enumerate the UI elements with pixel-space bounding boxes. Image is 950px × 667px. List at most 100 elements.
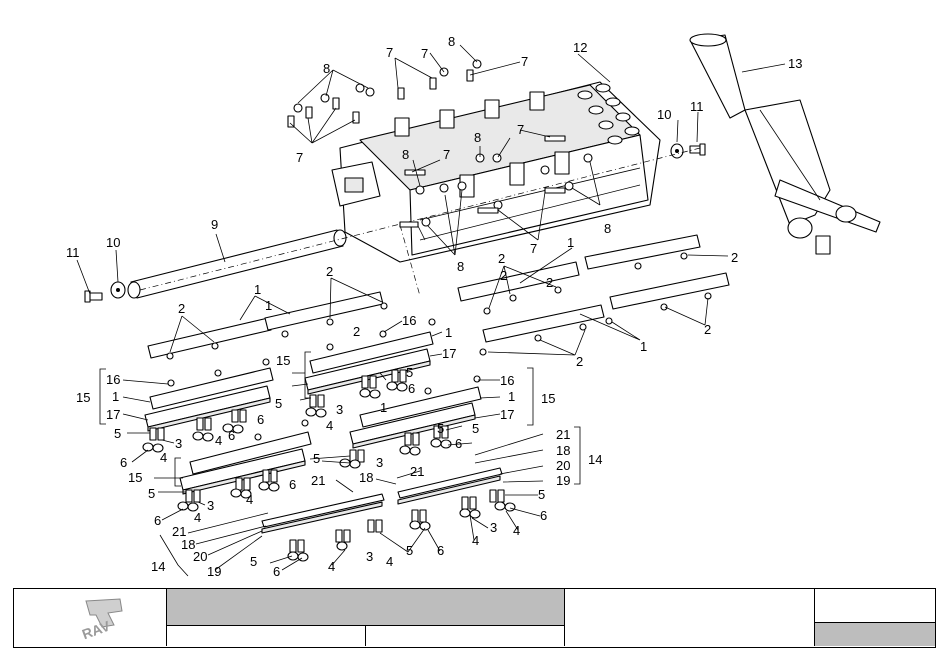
callout-7: 7 — [517, 122, 524, 137]
callout-12: 12 — [573, 40, 587, 55]
callout-4: 4 — [194, 510, 201, 525]
callout-6: 6 — [437, 543, 444, 558]
callout-7: 7 — [386, 45, 393, 60]
callout-2: 2 — [326, 264, 333, 279]
callout-4: 4 — [328, 559, 335, 574]
callout-6: 6 — [289, 477, 296, 492]
callout-8: 8 — [323, 61, 330, 76]
callout-labels: 7 8 7 12 13 8 7 8 7 10 11 7 8 8 9 7 7 8 … — [66, 34, 802, 579]
callout-6: 6 — [228, 428, 235, 443]
callout-2: 2 — [576, 354, 583, 369]
callout-6: 6 — [408, 381, 415, 396]
callout-15: 15 — [76, 390, 90, 405]
callout-14: 14 — [588, 452, 602, 467]
info-cell — [565, 589, 815, 646]
logo-cell: RAV — [14, 589, 167, 646]
callout-8: 8 — [402, 147, 409, 162]
callout-17: 17 — [500, 407, 514, 422]
svg-text:RAV: RAV — [80, 617, 113, 641]
callout-3: 3 — [336, 402, 343, 417]
callout-6: 6 — [455, 436, 462, 451]
title-block: RAV — [13, 588, 936, 648]
callout-4: 4 — [326, 418, 333, 433]
callout-4: 4 — [513, 523, 520, 538]
title-cell — [167, 589, 565, 626]
callout-17: 17 — [106, 407, 120, 422]
callout-20: 20 — [193, 549, 207, 564]
callout-7: 7 — [296, 150, 303, 165]
callout-21: 21 — [311, 473, 325, 488]
callout-4: 4 — [160, 450, 167, 465]
callout-21: 21 — [410, 464, 424, 479]
callout-8: 8 — [448, 34, 455, 49]
callout-15: 15 — [128, 470, 142, 485]
callout-1: 1 — [380, 400, 387, 415]
callout-8: 8 — [474, 130, 481, 145]
washer-part-10-left — [111, 282, 125, 298]
revision-cell — [815, 623, 935, 646]
subtitle-cell-left — [167, 626, 366, 646]
callout-6: 6 — [257, 412, 264, 427]
callout-1: 1 — [640, 339, 647, 354]
pivot-arm-part-13 — [690, 34, 880, 254]
callout-4: 4 — [246, 492, 253, 507]
callout-15: 15 — [276, 353, 290, 368]
callout-17: 17 — [442, 346, 456, 361]
callout-16: 16 — [500, 373, 514, 388]
callout-8: 8 — [457, 259, 464, 274]
callout-1: 1 — [254, 282, 261, 297]
callout-5: 5 — [250, 554, 257, 569]
callout-2: 2 — [178, 301, 185, 316]
callout-7: 7 — [421, 46, 428, 61]
callout-21: 21 — [556, 427, 570, 442]
callout-2: 2 — [353, 324, 360, 339]
callout-3: 3 — [376, 455, 383, 470]
callout-1: 1 — [112, 389, 119, 404]
callout-2: 2 — [546, 275, 553, 290]
callout-3: 3 — [490, 520, 497, 535]
callout-11: 11 — [690, 99, 704, 114]
callout-14: 14 — [151, 559, 165, 574]
callout-6: 6 — [540, 508, 547, 523]
callout-1: 1 — [265, 298, 272, 313]
callout-4: 4 — [215, 433, 222, 448]
callout-19: 19 — [207, 564, 221, 579]
callout-2: 2 — [500, 268, 507, 283]
callout-5: 5 — [406, 365, 413, 380]
callout-4: 4 — [472, 533, 479, 548]
callout-15: 15 — [541, 391, 555, 406]
callout-16: 16 — [106, 372, 120, 387]
callout-16: 16 — [402, 313, 416, 328]
callout-6: 6 — [120, 455, 127, 470]
callout-20: 20 — [556, 458, 570, 473]
callout-10: 10 — [106, 235, 120, 250]
callout-5: 5 — [313, 451, 320, 466]
callout-6: 6 — [154, 513, 161, 528]
callout-7: 7 — [443, 147, 450, 162]
callout-2: 2 — [498, 251, 505, 266]
callout-5: 5 — [538, 487, 545, 502]
callout-5: 5 — [406, 543, 413, 558]
callout-5: 5 — [114, 426, 121, 441]
rav-logo-icon: RAV — [76, 597, 130, 641]
subtitle-cell-right — [366, 626, 565, 646]
callout-5: 5 — [275, 396, 282, 411]
callout-7: 7 — [530, 241, 537, 256]
callout-6: 6 — [273, 564, 280, 579]
callout-5: 5 — [437, 421, 444, 436]
callout-19: 19 — [556, 473, 570, 488]
bolt-part-11-left — [85, 291, 102, 302]
callout-2: 2 — [731, 250, 738, 265]
bolt-part-11-right — [690, 144, 705, 155]
code-cell — [815, 589, 935, 623]
callout-3: 3 — [366, 549, 373, 564]
callout-4: 4 — [386, 554, 393, 569]
callout-1: 1 — [445, 325, 452, 340]
callout-8: 8 — [604, 221, 611, 236]
callout-3: 3 — [175, 436, 182, 451]
callout-1: 1 — [508, 389, 515, 404]
blade-assembly-part-14-left — [262, 494, 384, 533]
exploded-parts-diagram: 7 8 7 12 13 8 7 8 7 10 11 7 8 8 9 7 7 8 … — [0, 0, 950, 585]
callout-18: 18 — [556, 443, 570, 458]
callout-2: 2 — [704, 322, 711, 337]
